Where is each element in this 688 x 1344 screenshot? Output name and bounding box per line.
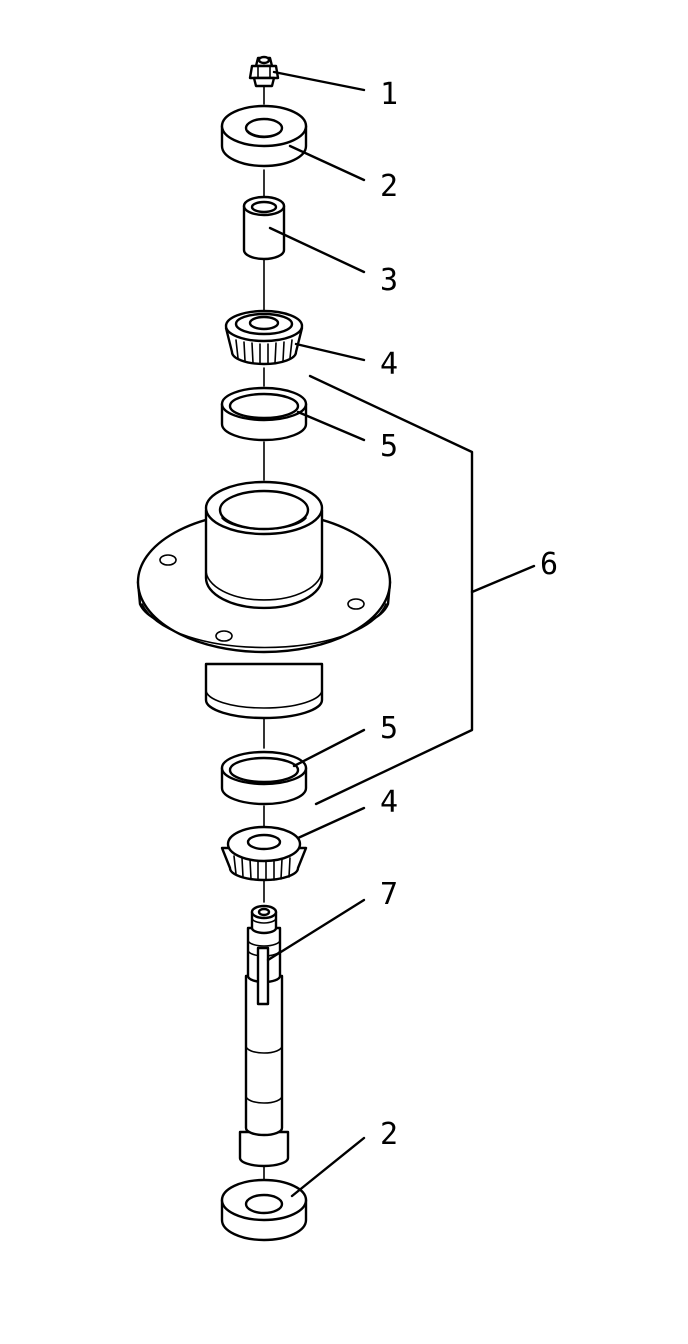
- bearing-cup-lower: [220, 750, 308, 806]
- bearing-cup-upper: [220, 386, 308, 442]
- callout-1: 1: [380, 77, 398, 112]
- callout-5-bottom: 5: [380, 711, 398, 746]
- callout-2-top: 2: [380, 169, 398, 204]
- assembly-bracket: [308, 374, 536, 806]
- bearing-spacer-sleeve: [242, 195, 286, 261]
- callout-6: 6: [540, 547, 558, 582]
- callout-3: 3: [380, 263, 398, 298]
- cone-bearing-lower: [220, 825, 308, 882]
- callout-4-bottom: 4: [380, 785, 398, 820]
- callout-labels: 1 2 3 4 5 6 5 4 7 2: [380, 77, 558, 1152]
- grease-fitting: [248, 55, 280, 88]
- callout-2-bottom: 2: [380, 1117, 398, 1152]
- callout-7: 7: [380, 877, 398, 912]
- spindle-housing: [136, 480, 392, 720]
- cone-bearing-upper: [224, 309, 304, 366]
- spacer-washer-top: [220, 104, 308, 168]
- spacer-washer-bottom: [220, 1178, 308, 1242]
- callout-5-top: 5: [380, 429, 398, 464]
- leader-lines: [266, 70, 366, 1198]
- callout-4-top: 4: [380, 347, 398, 382]
- spindle-shaft: [238, 904, 290, 1168]
